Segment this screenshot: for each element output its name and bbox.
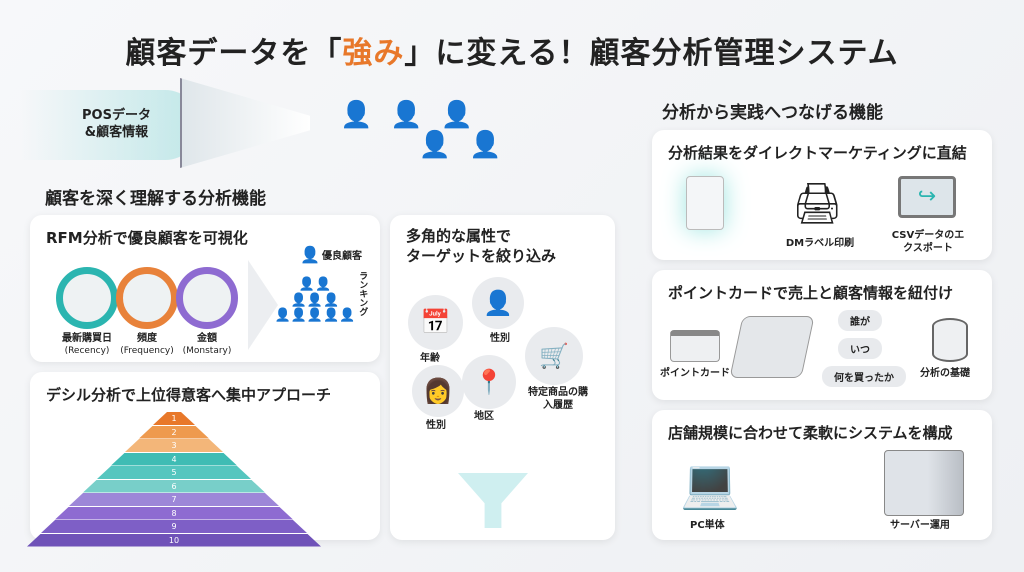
cart-icon: 🛒 xyxy=(525,327,583,385)
rfm-card: RFM分析で優良顧客を可視化 最新購買日(Recency) 頻度(Frequen… xyxy=(30,215,380,362)
dm-label-print: DMラベル印刷 xyxy=(785,238,855,249)
pill-when: いつ xyxy=(838,338,882,359)
ranking-label: ランキング xyxy=(357,271,368,316)
top-customer-icon: 👤 xyxy=(300,245,320,264)
database-icon xyxy=(932,318,968,362)
decile-level-8: 8 xyxy=(55,506,293,520)
male-icon: 👤 xyxy=(472,277,524,329)
megaphone-icon xyxy=(180,78,310,168)
gauge-monetary-icon xyxy=(176,267,238,329)
decile-heading: デシル分析で上位得意客へ集中アプローチ xyxy=(46,386,332,404)
store-label-server: サーバー運用 xyxy=(890,520,950,531)
customer-pyramid-icon: 👤👤👤👤👤👤👤👤👤👤 xyxy=(274,277,356,324)
rfm-heading: RFM分析で優良顧客を可視化 xyxy=(46,229,248,247)
gauge-frequency-icon xyxy=(116,267,178,329)
attribute-age: 年齢 xyxy=(420,353,440,364)
gauge-label-frequency: 頻度(Frequency) xyxy=(120,333,174,356)
decile-level-1: 1 xyxy=(153,412,195,425)
right-section-heading: 分析から実践へつなげる機能 xyxy=(662,103,883,123)
filter-funnel-icon xyxy=(458,473,528,528)
customer-icons: 👤👤👤 👤👤 xyxy=(340,100,520,160)
decile-level-4: 4 xyxy=(111,452,237,466)
server-icon xyxy=(884,450,964,516)
decile-level-10: 10 xyxy=(27,533,321,547)
decile-level-5: 5 xyxy=(97,466,251,479)
decile-level-9: 9 xyxy=(41,520,307,533)
store-heading: 店舗規模に合わせて柔軟にシステムを構成 xyxy=(668,424,953,442)
point-card-icon xyxy=(670,330,720,362)
pill-what: 何を買ったか xyxy=(822,366,906,387)
database-label: 分析の基礎 xyxy=(920,368,970,379)
laptop-icon: 💻 xyxy=(680,456,740,512)
attribute-card: 多角的な属性でターゲットを絞り込み 📅 👤 🛒 👩 📍 年齢 性別 特定商品の購… xyxy=(390,215,615,540)
attribute-purchase-history: 特定商品の購入履歴 xyxy=(528,387,588,411)
attribute-gender-female: 性別 xyxy=(426,420,446,431)
pos-label: POSデータ&顧客情報 xyxy=(82,108,151,140)
page-title: 顧客データを「強み」に変える！顧客分析管理システム xyxy=(125,36,899,71)
location-pin-icon: 📍 xyxy=(462,355,516,409)
attribute-gender-male: 性別 xyxy=(490,333,510,344)
gauge-label-recency: 最新購買日(Recency) xyxy=(62,333,112,356)
calendar-icon: 📅 xyxy=(408,295,463,350)
card-terminal-icon xyxy=(729,316,815,378)
attribute-region: 地区 xyxy=(474,411,494,422)
gauge-recency-icon xyxy=(56,267,118,329)
top-customer-label: 優良顧客 xyxy=(322,251,362,262)
pill-who: 誰が xyxy=(838,310,882,331)
dm-heading: 分析結果をダイレクトマーケティングに直結 xyxy=(668,144,967,162)
attribute-heading: 多角的な属性でターゲットを絞り込み xyxy=(406,227,557,265)
gauge-label-monetary: 金額(Monstary) xyxy=(182,333,232,356)
point-card-label: ポイントカード xyxy=(660,368,730,379)
dm-card: 分析結果をダイレクトマーケティングに直結 🖨 ↪ DMラベル印刷 CSVデータの… xyxy=(652,130,992,260)
dm-label-csv: CSVデータのエクスポート xyxy=(891,230,965,254)
female-icon: 👩 xyxy=(412,365,464,417)
decile-level-7: 7 xyxy=(69,493,279,506)
left-section-heading: 顧客を深く理解する分析機能 xyxy=(45,189,266,209)
printer-icon: 🖨 xyxy=(792,181,843,227)
point-card: ポイントカードで売上と顧客情報を紐付け ポイントカード 誰が いつ 何を買ったか… xyxy=(652,270,992,400)
store-card: 店舗規模に合わせて柔軟にシステムを構成 💻 PC単体 サーバー運用 xyxy=(652,410,992,540)
list-document-icon xyxy=(686,176,724,230)
decile-level-3: 3 xyxy=(125,439,223,452)
monitor-export-icon: ↪ xyxy=(898,176,956,218)
data-stream xyxy=(20,90,200,160)
decile-level-6: 6 xyxy=(83,479,265,493)
decile-level-2: 2 xyxy=(139,425,209,439)
point-heading: ポイントカードで売上と顧客情報を紐付け xyxy=(668,284,954,302)
store-label-pc: PC単体 xyxy=(690,520,725,531)
